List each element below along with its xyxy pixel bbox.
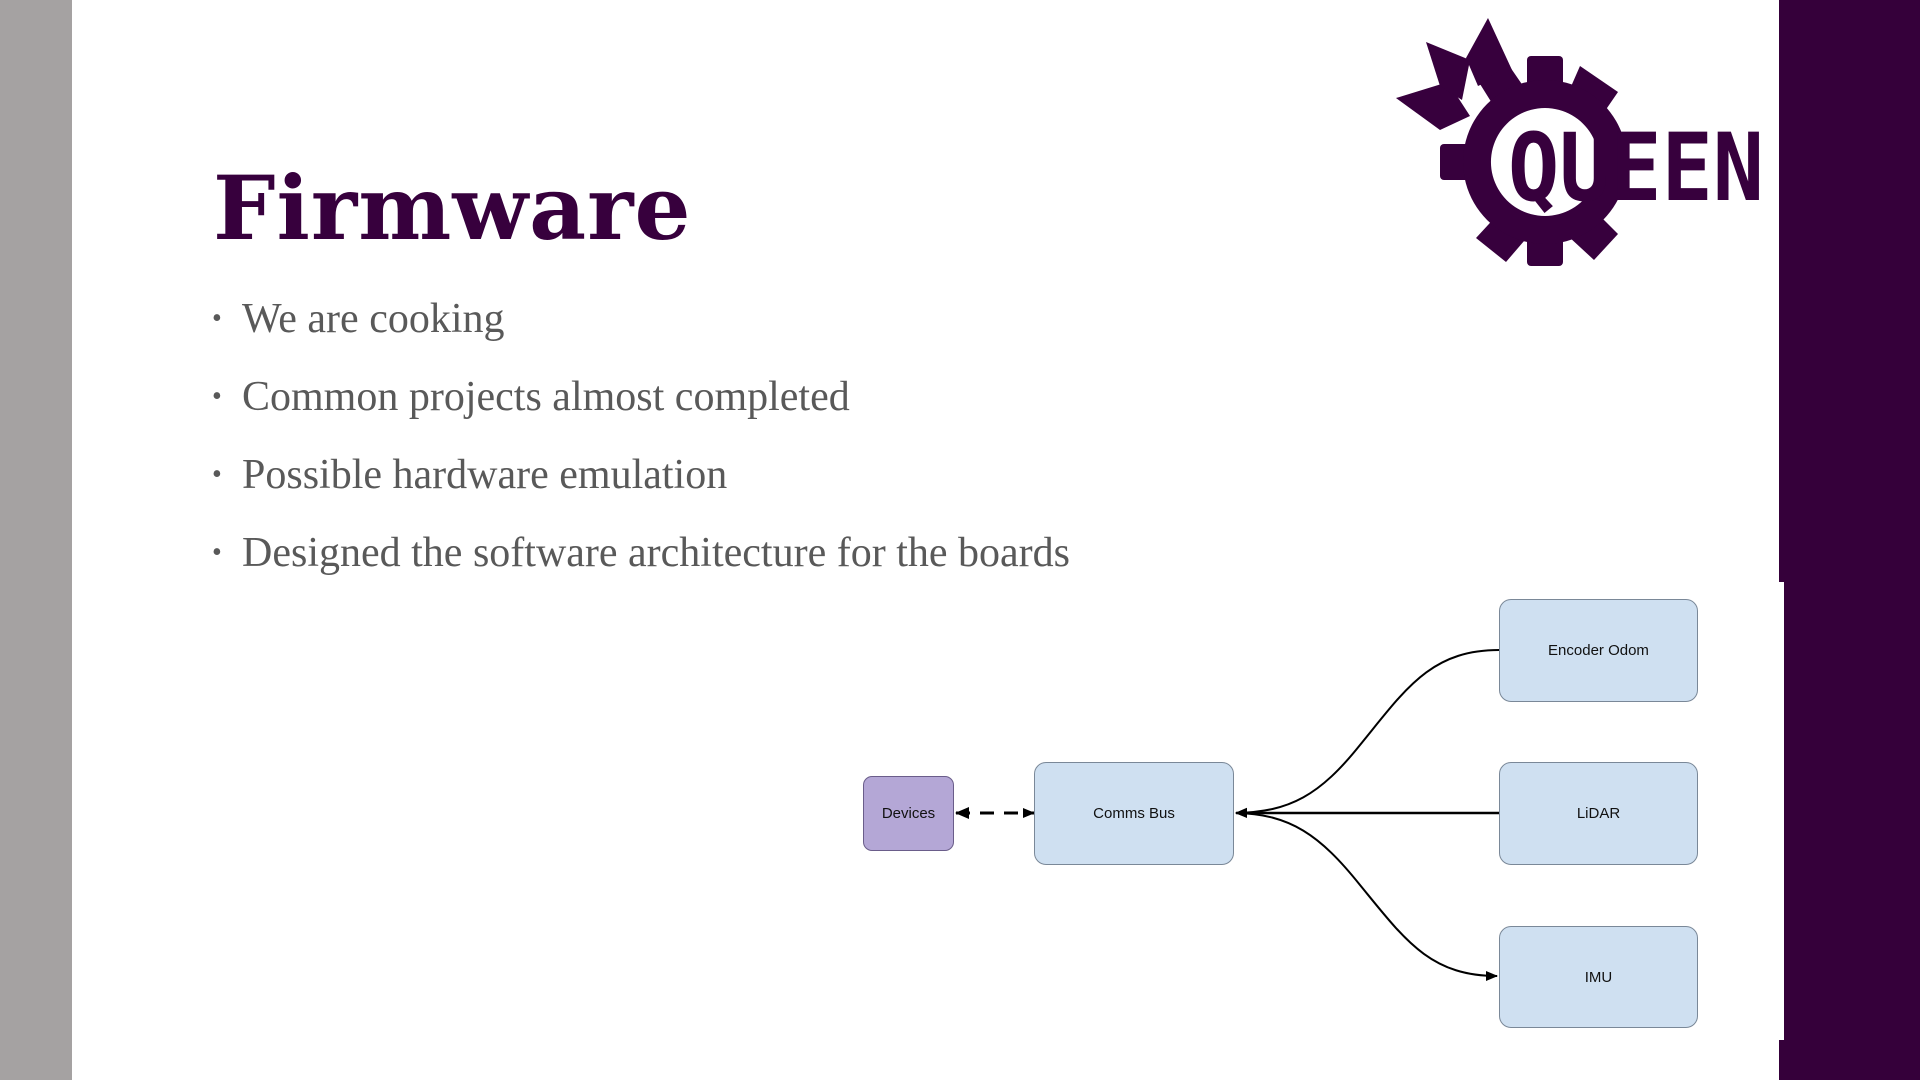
- left-decorative-bar: [0, 0, 72, 1080]
- bullet-text: Possible hardware emulation: [242, 452, 728, 498]
- bullet-dot: •: [212, 381, 222, 412]
- encoder-odom-node-label: Encoder Odom: [1548, 642, 1649, 659]
- comms-bus-node: Comms Bus: [1034, 762, 1234, 865]
- bullet-text: We are cooking: [242, 296, 505, 342]
- right-bar-notch: [1779, 582, 1784, 1040]
- slide-title: Firmware: [213, 156, 692, 260]
- bullet-dot: •: [212, 537, 222, 568]
- bullet-text: Common projects almost completed: [242, 374, 850, 420]
- queen-logo: QUEEN: [1396, 18, 1764, 266]
- encoder-to-comms-edge: [1235, 649, 1500, 818]
- right-decorative-bar: [1779, 0, 1920, 1080]
- lidar-node-label: LiDAR: [1576, 805, 1621, 822]
- imu-node: IMU: [1499, 926, 1698, 1028]
- bullet-item: • Common projects almost completed: [212, 368, 1070, 446]
- devices-node-label: Devices: [881, 805, 936, 822]
- bullet-list: • We are cooking • Common projects almost …: [212, 290, 1070, 602]
- comms-to-imu-edge: [1235, 812, 1498, 981]
- devices-node: Devices: [863, 776, 954, 851]
- bullet-item: • We are cooking: [212, 290, 1070, 368]
- logo-text: QUEEN: [1508, 114, 1764, 223]
- bullet-item: • Possible hardware emulation: [212, 446, 1070, 524]
- bullet-item: • Designed the software architecture for …: [212, 524, 1070, 602]
- comms-bus-node-label: Comms Bus: [1093, 805, 1175, 822]
- encoder-odom-node: Encoder Odom: [1499, 599, 1698, 702]
- bullet-dot: •: [212, 459, 222, 490]
- bullet-text: Designed the software architecture for t…: [242, 530, 1070, 576]
- bullet-dot: •: [212, 303, 222, 334]
- gear-icon: [1396, 18, 1628, 266]
- imu-node-label: IMU: [1584, 968, 1613, 986]
- lidar-node: LiDAR: [1499, 762, 1698, 865]
